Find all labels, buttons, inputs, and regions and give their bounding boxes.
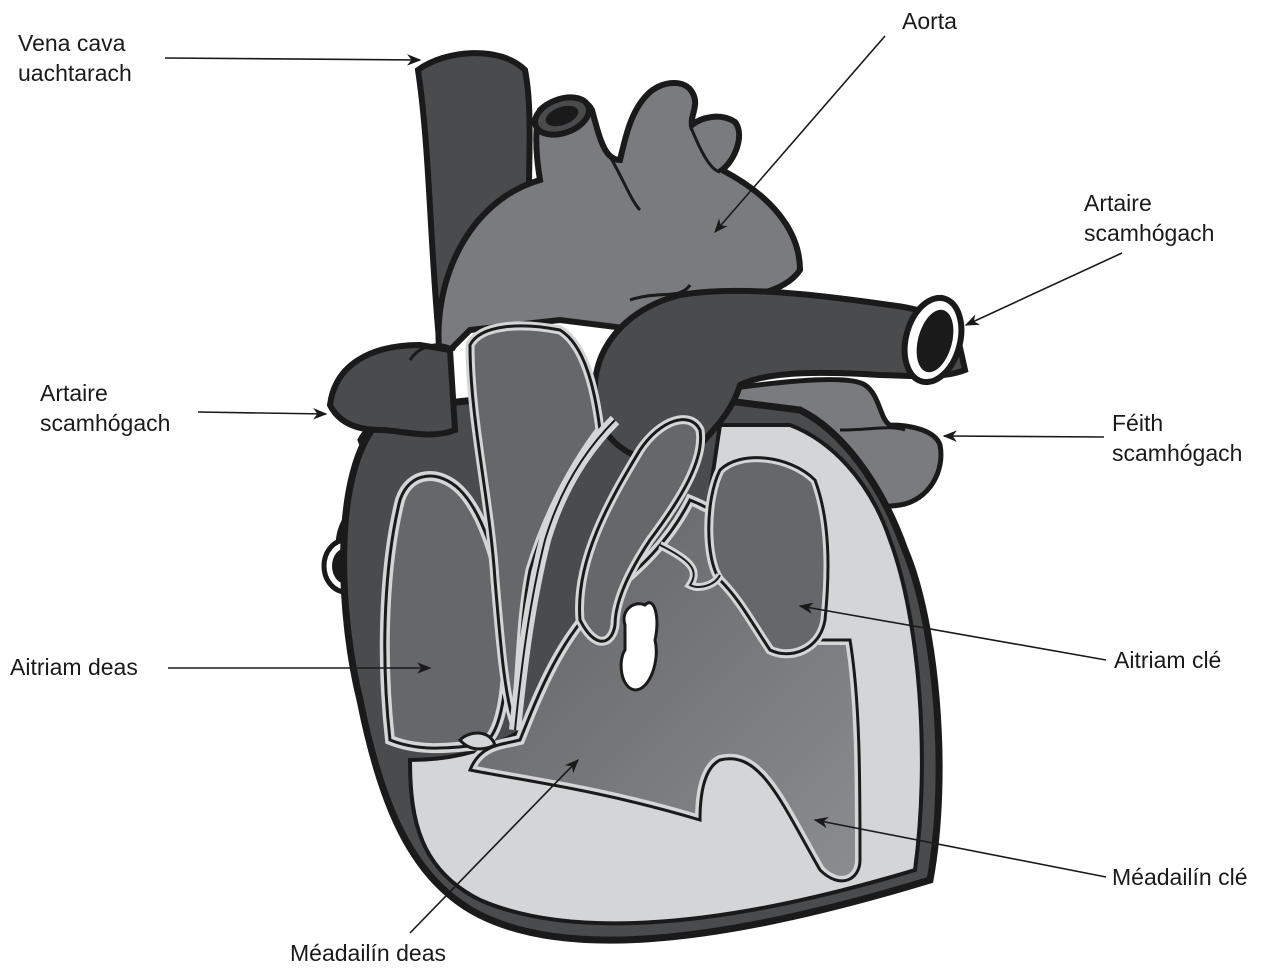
leader-pulmonary-vein xyxy=(944,436,1104,437)
label-pulmonary-vein-line1: Féith xyxy=(1112,408,1242,438)
label-pulmonary-artery-right: Artaire scamhógach xyxy=(1084,188,1214,248)
label-aorta: Aorta xyxy=(902,6,957,36)
label-pulmonary-vein-line2: scamhógach xyxy=(1112,438,1242,468)
label-right-ventricle: Méadailín deas xyxy=(290,938,446,968)
label-pulmonary-artery-left: Artaire scamhógach xyxy=(40,378,170,438)
label-right-ventricle-line1: Méadailín deas xyxy=(290,938,446,968)
leader-vena-cava xyxy=(165,58,420,60)
label-right-atrium: Aitriam deas xyxy=(10,652,138,682)
leader-pulmonary-artery-left xyxy=(198,412,326,414)
label-left-atrium: Aitriam clé xyxy=(1114,645,1221,675)
label-vena-cava: Vena cava uachtarach xyxy=(18,28,132,88)
label-pulmonary-artery-right-line2: scamhógach xyxy=(1084,218,1214,248)
label-aorta-line1: Aorta xyxy=(902,6,957,36)
left-pulmonary-artery-shape xyxy=(330,345,455,435)
label-pulmonary-artery-right-line1: Artaire xyxy=(1084,188,1214,218)
label-left-ventricle: Méadailín clé xyxy=(1112,862,1248,892)
label-vena-cava-line1: Vena cava xyxy=(18,28,132,58)
label-pulmonary-vein: Féith scamhógach xyxy=(1112,408,1242,468)
label-right-atrium-line1: Aitriam deas xyxy=(10,652,138,682)
label-left-atrium-line1: Aitriam clé xyxy=(1114,645,1221,675)
label-vena-cava-line2: uachtarach xyxy=(18,58,132,88)
label-pulmonary-artery-left-line2: scamhógach xyxy=(40,408,170,438)
label-left-ventricle-line1: Méadailín clé xyxy=(1112,862,1248,892)
leader-pulmonary-artery-right xyxy=(966,253,1122,325)
label-pulmonary-artery-left-line1: Artaire xyxy=(40,378,170,408)
